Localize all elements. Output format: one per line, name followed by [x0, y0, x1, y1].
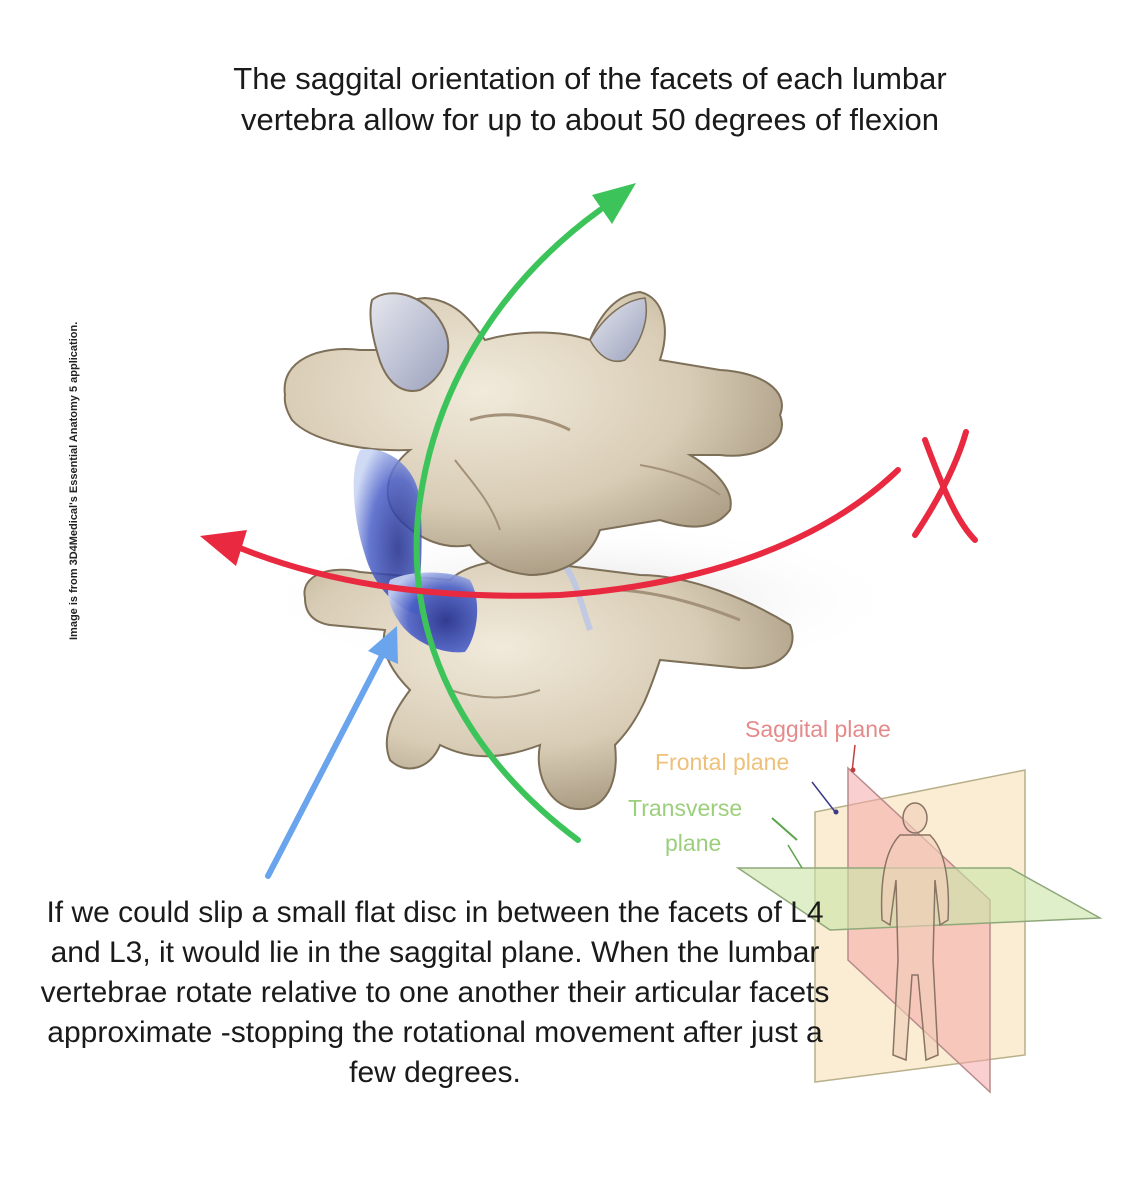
disc-pointer-arrow [265, 647, 388, 879]
flexion-arrow [413, 207, 603, 843]
transverse-plane-label-line1: Transverse [628, 795, 742, 821]
saggital-plane-label: Saggital plane [745, 716, 891, 742]
facet-disc-upper [353, 449, 422, 615]
rotation-arrow [237, 467, 901, 599]
rotation-arrowhead [200, 530, 247, 566]
human-figure [880, 802, 950, 1062]
blocked-rotation-cross [912, 429, 978, 543]
transverse-plane-label-line2: plane [665, 830, 721, 856]
flexion-caption: The saggital orientation of the facets o… [233, 61, 947, 137]
disc-pointer-arrowhead [368, 626, 398, 664]
frontal-plane-label: Frontal plane [655, 749, 789, 775]
rotation-caption: If we could slip a small flat disc in be… [40, 896, 830, 1089]
flexion-arrowhead [592, 183, 636, 224]
anatomical-planes-inset: Saggital plane Frontal plane Transverse … [628, 716, 1103, 1094]
